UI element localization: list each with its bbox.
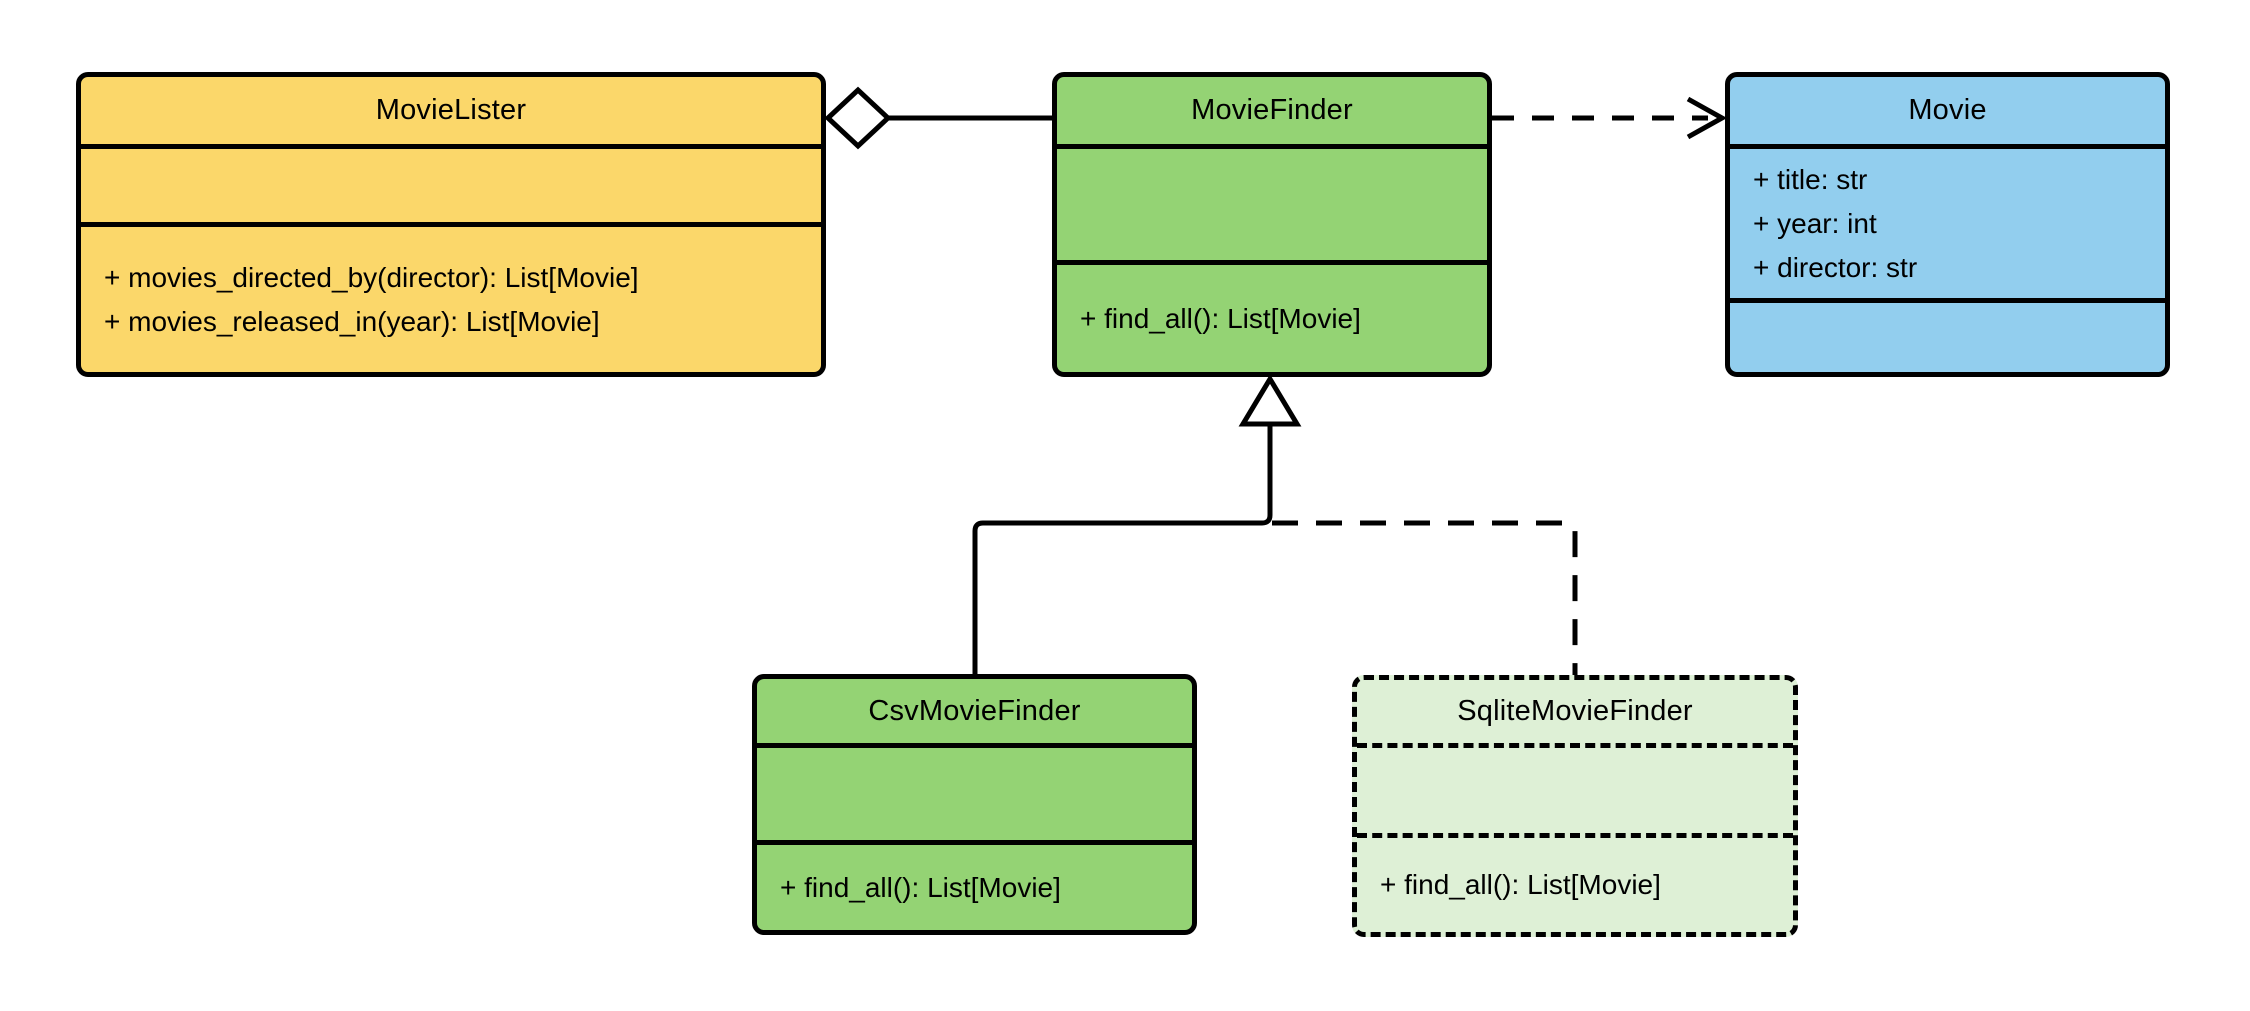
- methods-compartment-movielister: + movies_directed_by(director): List[Mov…: [81, 222, 821, 372]
- methods-compartment-moviefinder: + find_all(): List[Movie]: [1057, 260, 1487, 372]
- method-text: + find_all(): List[Movie]: [780, 871, 1061, 903]
- generalization-line-sqlite: [1272, 520, 1578, 678]
- attribute-text: + year: int: [1753, 207, 1877, 239]
- aggregation-diamond-icon: [824, 86, 892, 150]
- class-box-csvmoviefinder: CsvMovieFinder + find_all(): List[Movie]: [752, 674, 1197, 935]
- methods-compartment-sqlitemoviefinder: + find_all(): List[Movie]: [1357, 833, 1793, 932]
- class-title-sqlitemoviefinder: SqliteMovieFinder: [1357, 680, 1793, 743]
- method-text: + find_all(): List[Movie]: [1380, 869, 1661, 900]
- method-text: + find_all(): List[Movie]: [1080, 302, 1361, 334]
- method-text: + movies_released_in(year): List[Movie]: [104, 305, 600, 337]
- methods-compartment-csvmoviefinder: + find_all(): List[Movie]: [757, 840, 1192, 930]
- class-name-text: SqliteMovieFinder: [1457, 695, 1693, 727]
- class-box-movie: Movie + title: str + year: int + directo…: [1725, 72, 2170, 377]
- class-box-moviefinder: MovieFinder + find_all(): List[Movie]: [1052, 72, 1492, 377]
- class-name-text: MovieLister: [375, 94, 527, 126]
- attributes-compartment-sqlitemoviefinder: [1357, 743, 1793, 833]
- class-box-movielister: MovieLister + movies_directed_by(directo…: [76, 72, 826, 377]
- generalization-line-csv: [972, 424, 1273, 676]
- class-name-text: MovieFinder: [1191, 94, 1353, 126]
- attribute-text: + director: str: [1753, 251, 1918, 283]
- attribute-text: + title: str: [1753, 163, 1868, 195]
- method-text: + movies_directed_by(director): List[Mov…: [104, 261, 639, 293]
- attributes-compartment-movie: + title: str + year: int + director: str: [1730, 144, 2165, 298]
- attributes-compartment-csvmoviefinder: [757, 743, 1192, 840]
- class-box-sqlitemoviefinder: SqliteMovieFinder + find_all(): List[Mov…: [1352, 675, 1798, 937]
- generalization-triangle-icon: [1238, 374, 1302, 427]
- class-title-moviefinder: MovieFinder: [1057, 77, 1487, 144]
- class-name-text: Movie: [1908, 94, 1987, 126]
- dependency-arrowhead-icon: [1686, 96, 1728, 140]
- class-name-text: CsvMovieFinder: [868, 694, 1081, 727]
- methods-compartment-movie: [1730, 298, 2165, 372]
- class-title-movielister: MovieLister: [81, 77, 821, 144]
- attributes-compartment-moviefinder: [1057, 144, 1487, 260]
- class-title-movie: Movie: [1730, 77, 2165, 144]
- class-title-csvmoviefinder: CsvMovieFinder: [757, 679, 1192, 743]
- attributes-compartment-movielister: [81, 144, 821, 222]
